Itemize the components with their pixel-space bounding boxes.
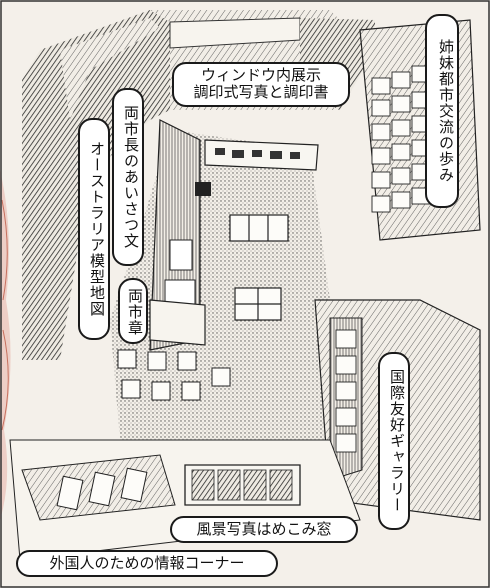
scenery-photo-window [184,464,301,506]
floor-tables [229,214,289,321]
label-foreigner-info: 外国人のための情報コーナー [16,550,278,578]
label-city-emblems: 両市章 [118,278,148,344]
label-window-exhibit: ウィンドウ内展示 調印式写真と調印書 [172,62,350,107]
label-friendship-gallery: 国際友好ギャラリー [378,352,410,530]
label-window-exhibit-line1: ウィンドウ内展示 [200,66,321,84]
floor-chairs [117,349,231,401]
sister-city-case [359,19,481,241]
label-mayors-greeting: 両市長のあいさつ文 [112,88,144,266]
window-display-case [204,139,319,171]
label-window-exhibit-line2: 調印式写真と調印書 [193,83,329,102]
left-edge-decoration [0,170,11,520]
label-scenery-photos: 風景写真はめこみ窓 [170,516,358,544]
label-australia-model-map: オーストラリア模型地図 [78,118,110,340]
label-sister-city: 姉妹都市交流の歩み [425,14,459,208]
left-display-wall [149,119,211,351]
